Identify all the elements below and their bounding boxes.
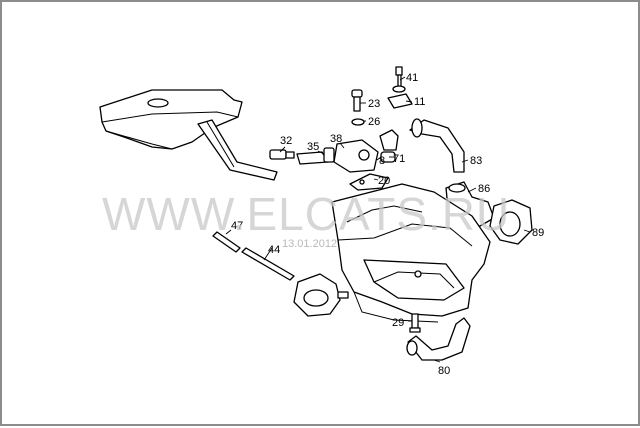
callout-44: 44 <box>268 244 280 256</box>
callout-86: 86 <box>478 183 490 195</box>
callout-83: 83 <box>470 155 482 167</box>
callout-26: 26 <box>368 116 380 128</box>
flange-cover <box>489 199 533 245</box>
valve-assembly <box>333 129 399 173</box>
callout-47: 47 <box>231 220 243 232</box>
upper-hose <box>409 118 465 173</box>
breather-hose <box>197 119 278 181</box>
watermark: WWW.ELCATS.RU 13.01.2012 <box>102 188 510 250</box>
callout-8: 8 <box>379 155 385 167</box>
callout-32: 32 <box>280 135 292 147</box>
callout-11: 11 <box>414 96 425 108</box>
callout-71: 71 <box>393 153 405 165</box>
small-fasteners <box>351 66 413 126</box>
callout-29: 29 <box>392 317 404 329</box>
cylinder-head-cover <box>99 89 243 150</box>
callout-89: 89 <box>532 227 544 239</box>
gasket-plate <box>349 173 389 191</box>
callout-20: 20 <box>378 175 390 187</box>
callout-labels: 41 23 11 26 32 35 38 8 71 20 83 86 89 47… <box>231 72 544 377</box>
callout-80: 80 <box>438 365 450 377</box>
callout-35: 35 <box>307 141 319 153</box>
watermark-date: 13.01.2012 <box>282 238 337 250</box>
lower-hose <box>406 313 471 361</box>
vacuum-valve <box>293 273 349 317</box>
callout-23: 23 <box>368 98 380 110</box>
hose-connector <box>269 147 335 165</box>
callout-38: 38 <box>330 133 342 145</box>
vacuum-lines <box>212 231 295 281</box>
callout-41: 41 <box>406 72 418 84</box>
watermark-text: WWW.ELCATS.RU <box>102 188 510 240</box>
leader-lines <box>225 76 531 363</box>
